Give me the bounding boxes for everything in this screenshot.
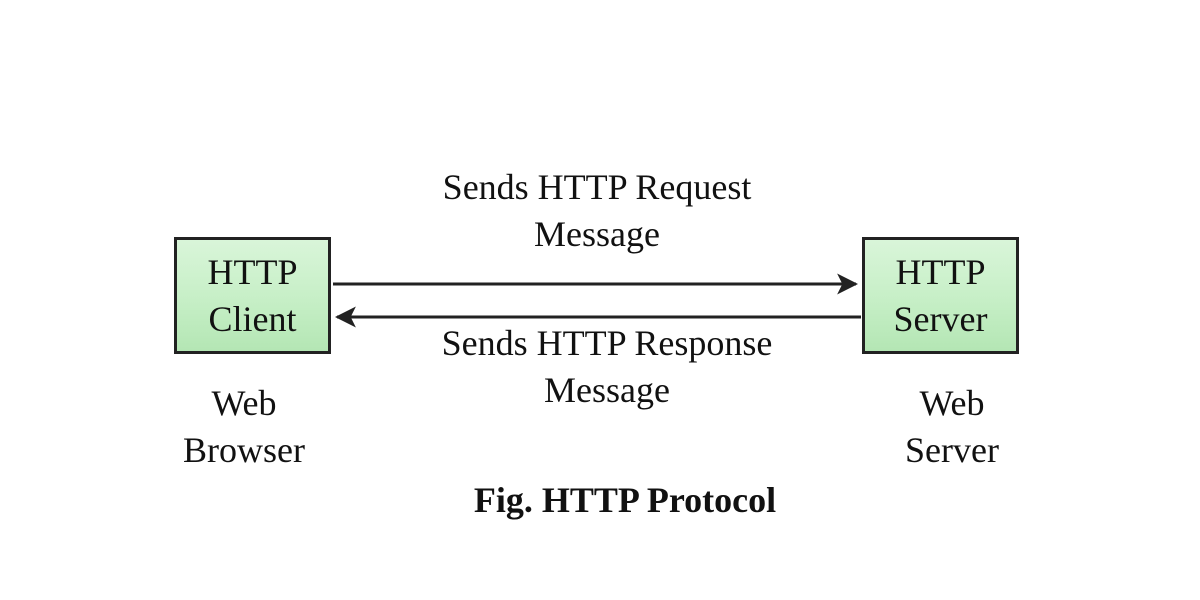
http-client-line1: HTTP bbox=[207, 251, 298, 292]
request-message-label: Sends HTTP Request Message bbox=[397, 164, 797, 258]
client-caption-line2: Browser bbox=[183, 430, 305, 470]
http-client-box: HTTP Client bbox=[174, 237, 331, 354]
http-server-line2: Server bbox=[893, 298, 988, 339]
web-server-caption: Web Server bbox=[862, 380, 1042, 474]
response-label-line1: Sends HTTP Response bbox=[441, 323, 773, 363]
web-browser-caption: Web Browser bbox=[154, 380, 334, 474]
server-caption-line2: Server bbox=[905, 430, 999, 470]
http-server-box: HTTP Server bbox=[862, 237, 1019, 354]
request-label-line2: Message bbox=[534, 214, 660, 254]
client-caption-line1: Web bbox=[211, 383, 277, 423]
server-caption-line1: Web bbox=[919, 383, 985, 423]
response-label-line2: Message bbox=[544, 370, 670, 410]
request-label-line1: Sends HTTP Request bbox=[442, 167, 752, 207]
http-client-line2: Client bbox=[208, 298, 297, 339]
http-server-line1: HTTP bbox=[895, 251, 986, 292]
figure-caption: Fig. HTTP Protocol bbox=[473, 480, 777, 520]
response-message-label: Sends HTTP Response Message bbox=[397, 320, 817, 414]
